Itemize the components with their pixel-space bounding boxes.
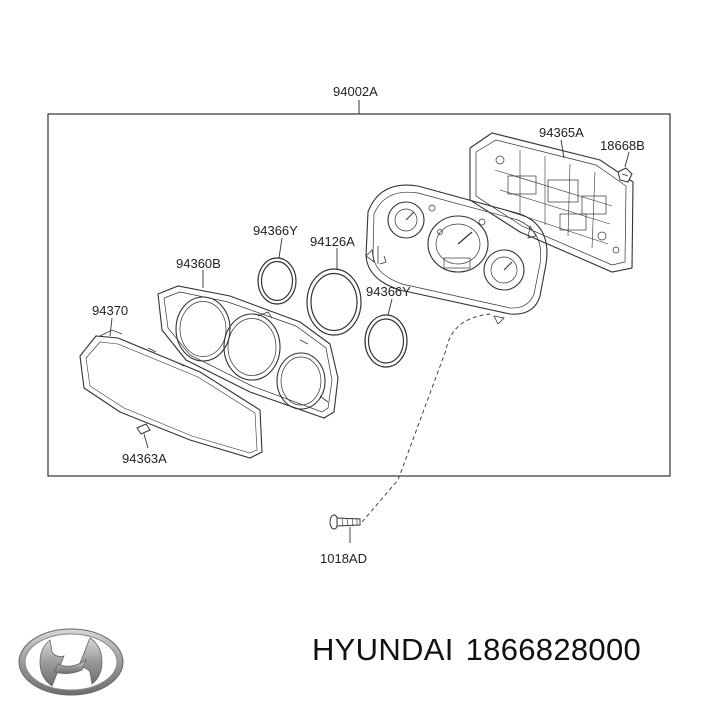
brand-name: HYUNDAI xyxy=(312,632,454,667)
label-rear-case: 94365A xyxy=(539,125,584,140)
ring-left-part xyxy=(257,257,297,305)
clip-part xyxy=(136,423,151,435)
screw-part xyxy=(329,514,361,530)
label-screw: 1018AD xyxy=(320,551,367,566)
rear-case-leader xyxy=(560,139,565,159)
part-number: 1866828000 xyxy=(465,632,642,667)
rear-case-part xyxy=(469,132,634,273)
label-gauge-ring: 94126A xyxy=(310,234,355,249)
face-plate-part xyxy=(157,285,339,419)
label-bulb: 18668B xyxy=(600,138,645,153)
bulb-part xyxy=(617,167,633,183)
label-assembly: 94002A xyxy=(333,84,378,99)
clip-leader xyxy=(143,433,149,449)
ring-left-leader xyxy=(278,237,283,259)
gauge-body-part xyxy=(365,184,548,325)
ring-right-leader xyxy=(387,298,393,316)
footer-caption: HYUNDAI 1866828000 xyxy=(312,632,641,668)
screw-dashed-leader xyxy=(361,313,491,523)
label-glass: 94370 xyxy=(92,303,128,318)
label-ring-right: 94366Y xyxy=(366,284,411,299)
assembly-frame xyxy=(47,113,671,477)
ring-right-part xyxy=(364,314,408,368)
glass-part xyxy=(79,329,263,459)
label-clip: 94363A xyxy=(122,451,167,466)
bulb-leader xyxy=(624,151,630,168)
gauge-ring-part xyxy=(306,268,362,336)
label-ring-left: 94366Y xyxy=(253,223,298,238)
label-face-plate: 94360B xyxy=(176,256,221,271)
glass-leader xyxy=(109,317,113,337)
hyundai-logo-icon xyxy=(18,628,124,696)
